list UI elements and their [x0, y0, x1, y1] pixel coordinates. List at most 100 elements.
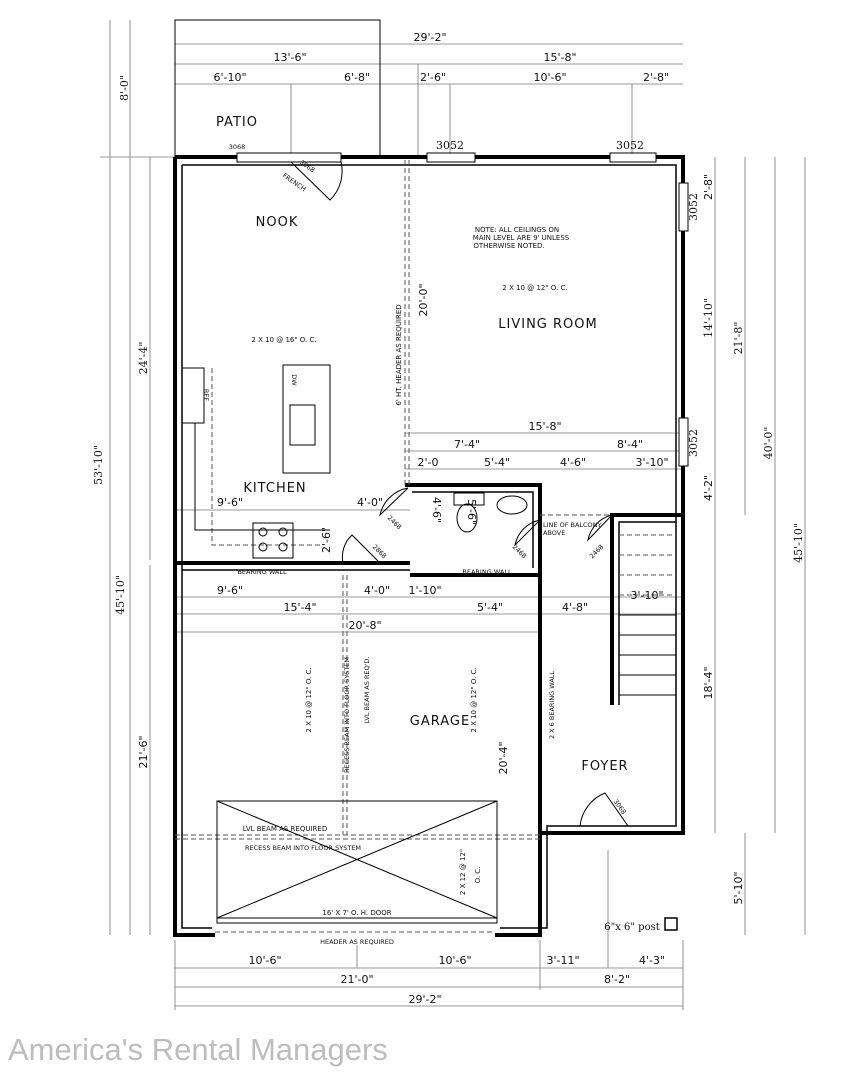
window-label: 3052: [436, 139, 464, 152]
door-label: 2868: [371, 543, 388, 560]
dimension-label: 15'-4": [283, 601, 316, 614]
door-label: 2468: [588, 543, 605, 560]
dimension-label: 9'-6": [217, 584, 243, 597]
dimension-label: 3'-11": [546, 954, 579, 967]
balcony-note: ABOVE: [543, 529, 565, 537]
dimension-label: 20'-0": [417, 283, 430, 316]
windows: [236, 152, 689, 467]
joist-note: 2 X 10 @ 12" O. C.: [502, 284, 567, 292]
dimension-label: 18'-4": [702, 666, 715, 699]
dimension-label: 4'-0": [357, 496, 383, 509]
bearing-wall-label: BEARING WALL: [237, 568, 287, 576]
dimension-label: 1'-10": [408, 584, 441, 597]
dimension-label: 21'-0": [340, 973, 373, 986]
dimension-lines: [100, 20, 806, 1010]
header-note: HEADER AS REQUIRED: [320, 938, 394, 946]
dimension-label: 2'-0: [418, 456, 439, 469]
dimension-label: 8'-4": [617, 438, 643, 451]
dimension-label: 3'-10": [630, 589, 663, 602]
post-label: 6"x 6" post: [604, 922, 660, 933]
joist-note: 2 X 10 @ 12" O. C.: [305, 667, 313, 732]
garage-door: [216, 800, 498, 924]
dimension-label: 15'-8": [543, 51, 576, 64]
room-garage: GARAGE: [410, 714, 470, 729]
dimensions: 29'-2" 13'-6" 15'-8" 6'-10" 6'-8" 2'-6" …: [92, 31, 805, 1006]
door-label: 2468: [386, 514, 403, 531]
dimension-label: 53'-10": [92, 445, 105, 485]
dimension-label: 10'-6": [248, 954, 281, 967]
dimension-label: 5'-4": [484, 456, 510, 469]
room-living: LIVING ROOM: [498, 317, 597, 332]
door-label: 3068: [612, 798, 628, 816]
dimension-label: 45'-10": [792, 523, 805, 563]
bearing-wall-label: BEARING WALL: [462, 568, 512, 576]
dimension-label: 29'-2": [413, 31, 446, 44]
dimension-label: 9'-6": [217, 496, 243, 509]
room-patio: PATIO: [216, 115, 258, 130]
note-ceiling: OTHERWISE NOTED.: [473, 242, 544, 250]
stairs: [619, 534, 676, 696]
dimension-label: 7'-4": [454, 438, 480, 451]
dimension-label: 5'-4": [477, 601, 503, 614]
ref-label: REF: [202, 389, 210, 402]
beam-note: LVL BEAM AS REQ'D.: [363, 657, 371, 724]
room-foyer: FOYER: [581, 759, 628, 774]
dimension-label: 20'-4": [497, 741, 510, 774]
dimension-label: 4'-0": [364, 584, 390, 597]
dimension-label: 2'-8": [702, 174, 715, 200]
dimension-label: 4'-6": [430, 497, 443, 523]
beam-note: RECESS BEAM INTO FLOOR SYSTEM: [343, 657, 351, 773]
dimension-label: 14'-10": [702, 298, 715, 338]
beam-note: RECESS BEAM INTO FLOOR SYSTEM: [245, 844, 361, 852]
header-note: 6' HT. HEADER AS REQUIRED: [395, 304, 403, 405]
room-kitchen: KITCHEN: [243, 481, 306, 496]
dimension-label: 3'-10": [635, 456, 668, 469]
dimension-label: 8'-0": [118, 75, 131, 101]
dimension-label: 21'-8": [732, 322, 745, 355]
dimension-label: 2'-8": [643, 71, 669, 84]
beam-note: LVL BEAM AS REQUIRED: [243, 825, 327, 833]
door-label: 2468: [511, 543, 528, 560]
dimension-label: 21'-6": [137, 735, 150, 768]
dimension-label: 10'-6": [533, 71, 566, 84]
dimension-label: 4'-2": [702, 475, 715, 501]
balcony-note: LINE OF BALCONY: [543, 521, 602, 529]
dimension-label: 5'-10": [732, 871, 745, 904]
dimension-label: 20'-8": [348, 619, 381, 632]
patio-outline: [174, 19, 381, 158]
kitchen-fixtures: [181, 364, 528, 559]
dimension-label: 13'-6": [273, 51, 306, 64]
dimension-label: 40'-0": [762, 427, 775, 460]
dimension-label: 24'-4": [137, 342, 150, 375]
walls: [173, 155, 685, 937]
bearing-wall-label: 2 X 6 BEARING WALL: [548, 671, 556, 739]
garage-door-label: 16' X 7' O. H. DOOR: [322, 909, 391, 917]
dimension-label: 4'-3": [639, 954, 665, 967]
dimension-label: 6'-10": [213, 71, 246, 84]
dimension-label: 4'-8": [562, 601, 588, 614]
doors: [290, 161, 629, 827]
window-label: 3052: [616, 139, 644, 152]
dimension-label: 45'-10": [114, 575, 127, 615]
note-ceiling: MAIN LEVEL ARE 9' UNLESS: [473, 234, 570, 242]
dimension-label: 5'-6": [465, 499, 478, 525]
post-icon: [664, 917, 678, 931]
window-label: 3052: [687, 429, 700, 457]
dimension-label: 10'-6": [438, 954, 471, 967]
joist-note: 2 X 10 @ 12" O. C.: [470, 667, 478, 732]
dimension-label: 15'-8": [528, 420, 561, 433]
joist-note: 2 X 12 @ 12": [459, 849, 467, 895]
dimension-label: 2'-6": [320, 527, 333, 553]
dimension-label: 8'-2": [604, 973, 630, 986]
joist-note: 2 X 10 @ 16" O. C.: [251, 336, 316, 344]
window-label: 3052: [687, 193, 700, 221]
dimension-label: 2'-6": [420, 71, 446, 84]
dimension-label: 4'-6": [560, 456, 586, 469]
door-label: 3068: [229, 143, 246, 151]
room-nook: NOOK: [256, 215, 299, 230]
watermark: America's Rental Managers: [8, 1032, 388, 1067]
dimension-label: 6'-8": [344, 71, 370, 84]
joist-note: O. C.: [474, 867, 482, 884]
dimension-label: 29'-2": [408, 993, 441, 1006]
